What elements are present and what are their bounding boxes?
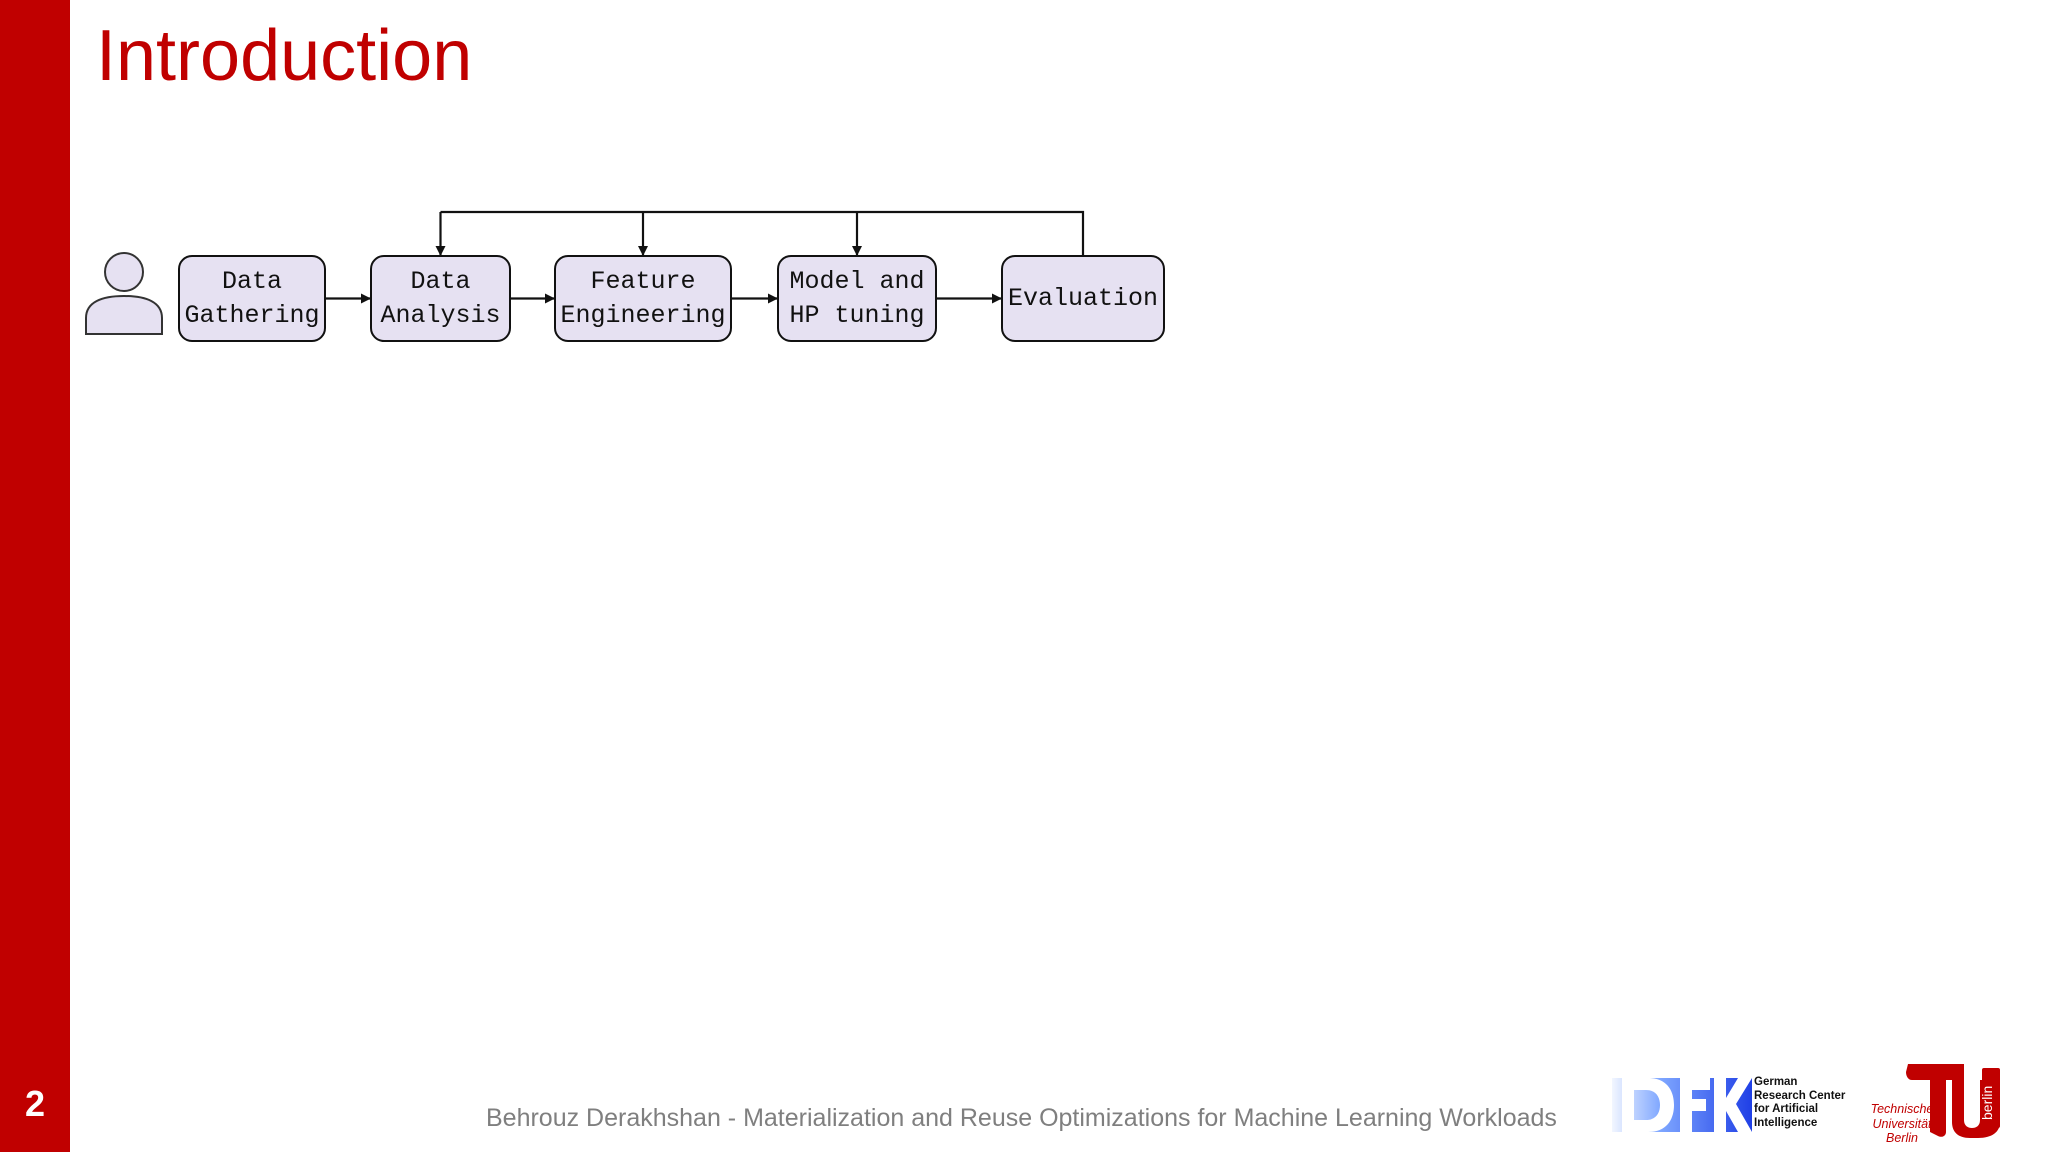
diagram-steps: DataGatheringDataAnalysisFeatureEngineer…	[178, 255, 1165, 342]
tu-berlin-vertical-text: berlin	[1979, 1085, 1995, 1121]
feedback-line	[440, 210, 1085, 256]
step-label-data-gathering-1: Gathering	[184, 301, 319, 330]
step-label-evaluation-0: Evaluation	[1008, 284, 1158, 313]
step-label-data-analysis-0: Data	[410, 267, 470, 296]
step-label-data-gathering-0: Data	[222, 267, 282, 296]
feedback-loop	[435, 210, 1085, 256]
dfki-logo-icon	[1612, 1078, 1752, 1132]
slide-title: Introduction	[96, 16, 473, 96]
step-label-data-analysis-1: Analysis	[380, 301, 500, 330]
step-label-model-hp-tuning-1: HP tuning	[789, 301, 924, 330]
dfki-logo: German Research Center for Artificial In…	[1612, 1076, 1852, 1136]
tu-berlin-logo	[1855, 1062, 2005, 1148]
slide-number: 2	[24, 1083, 46, 1124]
tu-berlin-logo-icon	[1906, 1064, 2000, 1138]
step-evaluation: Evaluation	[1001, 255, 1165, 342]
dfki-text: German Research Center for Artificial In…	[1754, 1076, 1846, 1129]
footer-text: Behrouz Derakhshan - Materialization and…	[486, 1104, 1557, 1132]
step-label-feature-engineering-0: Feature	[590, 267, 695, 296]
tu-berlin-text: Technische Universität Berlin	[1870, 1102, 1934, 1145]
step-model-hp-tuning: Model and HP tuning	[777, 255, 937, 342]
user-icon	[85, 252, 163, 335]
step-label-feature-engineering-1: Engineering	[560, 301, 725, 330]
step-label-model-hp-tuning-0: Model and	[789, 267, 924, 296]
side-bar	[0, 0, 70, 1152]
